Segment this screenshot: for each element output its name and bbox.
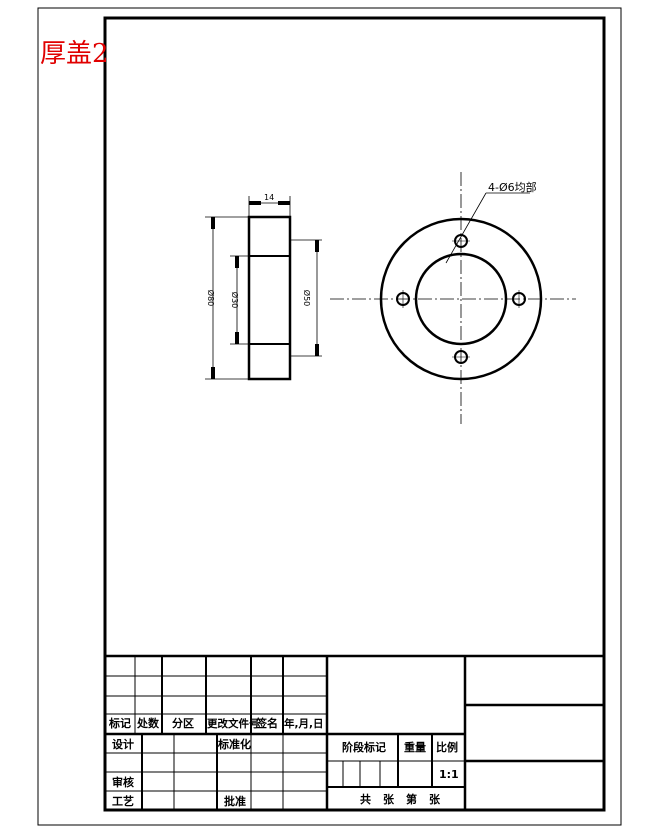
- title-block: [105, 654, 604, 810]
- dim-width: 14: [264, 193, 274, 202]
- side-view-outline: [247, 215, 292, 381]
- label-sheet-unit1: 张: [383, 792, 395, 806]
- leader-line: [445, 192, 487, 264]
- hole-note: 4-Ø6均部: [488, 180, 537, 194]
- label-review: 审核: [112, 775, 134, 789]
- rev-header-doc: 更改文件号: [207, 717, 260, 730]
- label-weight: 重量: [404, 740, 426, 754]
- label-standardization: 标准化: [217, 737, 251, 751]
- inner-frame: [103, 16, 606, 812]
- label-stage-mark: 阶段标记: [342, 740, 386, 754]
- dim-outer-dia: Ø80: [206, 290, 216, 306]
- rev-header-count: 处数: [136, 716, 160, 730]
- inner-circle: [414, 252, 508, 346]
- rev-header-mark: 标记: [108, 716, 131, 730]
- front-view: 4-Ø6均部: [330, 172, 576, 424]
- dim-mid-dia: Ø50: [302, 290, 312, 306]
- rev-header-zone: 分区: [172, 716, 194, 730]
- outer-circle: [379, 217, 543, 381]
- scale-value: 1:1: [439, 768, 459, 781]
- outer-border: [37, 7, 622, 826]
- label-approve: 批准: [224, 794, 246, 808]
- label-scale: 比例: [436, 740, 458, 754]
- drawing-title: 厚盖2: [40, 39, 109, 69]
- label-sheet-no: 第: [406, 792, 417, 806]
- dim-inner-dia: Ø30: [230, 292, 240, 308]
- label-sheet-total: 共: [360, 792, 371, 806]
- rev-header-date: 年,月,日: [284, 717, 323, 730]
- title-block-labels: 标记 处数 分区 更改文件号 签名 年,月,日 设计 标准化 审核 工艺 批准 …: [108, 716, 459, 808]
- label-process: 工艺: [112, 794, 134, 808]
- side-view: 14 Ø80 Ø30 Ø50: [205, 193, 322, 381]
- rev-header-sign: 签名: [255, 716, 278, 730]
- label-sheet-unit2: 张: [429, 792, 441, 806]
- label-design: 设计: [112, 737, 134, 751]
